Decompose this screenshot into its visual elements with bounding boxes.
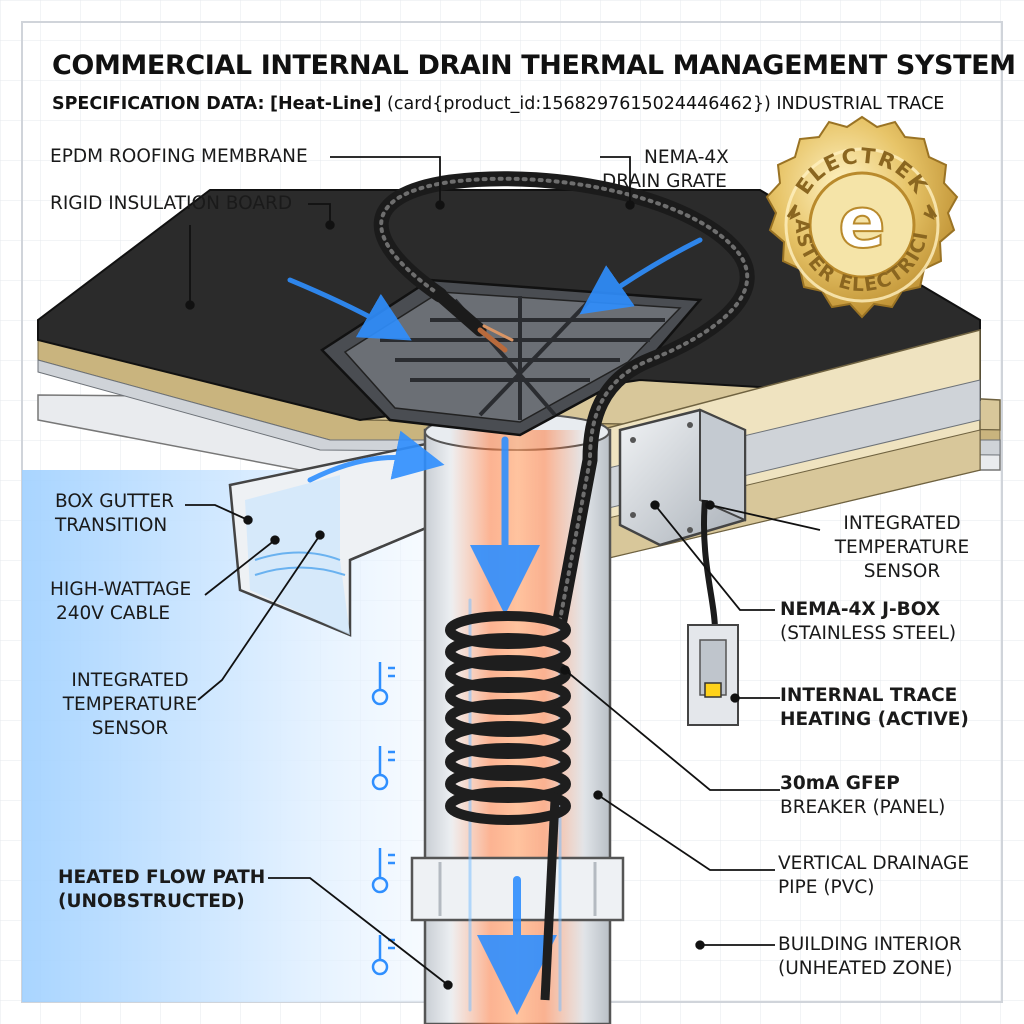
label-text: TEMPERATURE xyxy=(62,694,198,715)
label-text: INTERNAL TRACE xyxy=(780,685,958,706)
subtitle-suffix: (card{product_id:1568297615024446462}) I… xyxy=(387,94,945,114)
label-text: RIGID INSULATION BOARD xyxy=(50,193,293,214)
label-text: PIPE (PVC) xyxy=(778,877,875,898)
label-text: (UNHEATED ZONE) xyxy=(778,958,953,979)
label-text: BREAKER (PANEL) xyxy=(780,797,946,818)
leader-lines xyxy=(185,156,821,990)
label-drain-grate: NEMA-4X DRAIN GRATE xyxy=(602,146,729,194)
label-epdm-membrane: EPDM ROOFING MEMBRANE xyxy=(50,145,308,169)
heat-trace-cable xyxy=(373,171,755,628)
label-text: (UNOBSTRUCTED) xyxy=(58,891,245,912)
label-high-wattage-cable: HIGH-WATTAGE 240V CABLE xyxy=(50,578,191,626)
label-sensor-right: INTEGRATED TEMPERATURE SENSOR xyxy=(822,512,982,584)
label-heated-flow-path: HEATED FLOW PATH (UNOBSTRUCTED) xyxy=(58,866,265,914)
label-vertical-pipe: VERTICAL DRAINAGE PIPE (PVC) xyxy=(778,852,969,900)
label-text: EPDM ROOFING MEMBRANE xyxy=(50,146,308,167)
thermometer-icon xyxy=(371,746,395,791)
label-text: HEATED FLOW PATH xyxy=(58,867,266,888)
label-text: INTEGRATED xyxy=(71,670,189,691)
label-sensor-left: INTEGRATED TEMPERATURE SENSOR xyxy=(55,669,205,741)
gfep-breaker-panel xyxy=(687,624,739,726)
label-text: (STAINLESS STEEL) xyxy=(780,623,957,644)
label-text: BOX GUTTER xyxy=(55,491,174,512)
page-subtitle: SPECIFICATION DATA: [Heat-Line] (card{pr… xyxy=(52,94,944,114)
label-box-gutter: BOX GUTTER TRANSITION xyxy=(55,490,174,538)
nema-jbox xyxy=(618,408,747,631)
label-text: NEMA-4X J-BOX xyxy=(780,599,941,620)
thermometer-icon xyxy=(371,848,395,894)
label-text: 240V CABLE xyxy=(56,603,171,624)
label-text: TEMPERATURE xyxy=(834,537,970,558)
label-gfep-breaker: 30mA GFEP BREAKER (PANEL) xyxy=(780,772,945,820)
label-text: SENSOR xyxy=(91,718,169,739)
label-text: HEATING (ACTIVE) xyxy=(780,709,969,730)
label-nema-jbox: NEMA-4X J-BOX (STAINLESS STEEL) xyxy=(780,598,956,646)
page-title: COMMERCIAL INTERNAL DRAIN THERMAL MANAGE… xyxy=(52,50,1016,81)
label-text: INTEGRATED xyxy=(843,513,961,534)
heating-coil xyxy=(445,611,571,1001)
thermometer-icon xyxy=(371,662,395,706)
label-text: BUILDING INTERIOR xyxy=(778,934,962,955)
subtitle-prefix: SPECIFICATION DATA: xyxy=(52,94,265,114)
label-text: DRAIN GRATE xyxy=(602,171,727,192)
label-text: VERTICAL DRAINAGE xyxy=(778,853,970,874)
label-text: 30mA GFEP xyxy=(780,773,900,794)
label-text: NEMA-4X xyxy=(644,147,729,168)
electrek-master-electrician-seal: ELECTREK MASTER ELECTRICIAN e xyxy=(765,115,959,319)
label-building-interior: BUILDING INTERIOR (UNHEATED ZONE) xyxy=(778,933,962,981)
drain-grate xyxy=(320,278,703,437)
label-text: SENSOR xyxy=(863,561,941,582)
label-text: HIGH-WATTAGE xyxy=(50,579,192,600)
label-internal-trace-heating: INTERNAL TRACE HEATING (ACTIVE) xyxy=(780,684,969,732)
label-rigid-insulation: RIGID INSULATION BOARD xyxy=(50,192,292,216)
subtitle-product: [Heat-Line] xyxy=(270,94,382,114)
label-text: TRANSITION xyxy=(55,515,168,536)
badge-letter: e xyxy=(838,182,885,264)
